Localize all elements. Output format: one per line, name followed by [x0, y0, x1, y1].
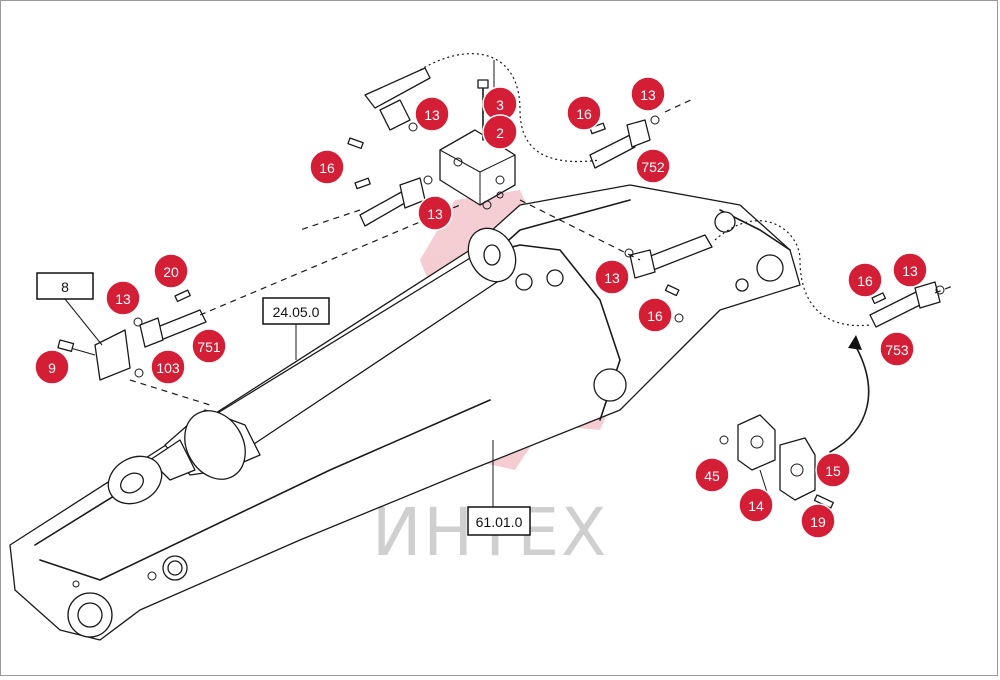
callout-label: 13 [902, 263, 918, 279]
callout-c13c: 13 [417, 195, 453, 231]
callout-c15: 15 [815, 452, 851, 488]
callout-label: 14 [748, 498, 764, 514]
callout-label: 15 [825, 463, 841, 479]
reference-box-b2405: 24.05.0 [262, 297, 330, 325]
callout-c753: 753 [879, 331, 915, 367]
callout-c103: 103 [150, 349, 186, 385]
reference-box-label: 8 [61, 279, 69, 295]
callout-c20: 20 [153, 253, 189, 289]
pipe-fittings [57, 67, 941, 381]
routing-lines [64, 53, 956, 507]
hydraulic-cylinder [107, 227, 517, 505]
callout-c13f: 13 [892, 252, 928, 288]
clamp-assembly [719, 335, 870, 501]
callout-c751: 751 [191, 328, 227, 364]
callout-c45: 45 [694, 457, 730, 493]
callout-label: 13 [424, 107, 440, 123]
callout-label: 20 [163, 264, 179, 280]
callout-label: 13 [427, 206, 443, 222]
callout-label: 753 [885, 342, 909, 358]
callout-label: 13 [115, 291, 131, 307]
callout-label: 16 [647, 308, 663, 324]
callout-label: 13 [604, 270, 620, 286]
callout-c16a: 16 [566, 95, 602, 131]
callout-label: 16 [576, 106, 592, 122]
callout-c2: 2 [482, 114, 518, 150]
reference-box-label: 61.01.0 [476, 514, 523, 530]
callout-c14: 14 [738, 487, 774, 523]
reference-box-label: 24.05.0 [273, 304, 320, 320]
callout-c13d: 13 [105, 280, 141, 316]
callout-label: 9 [48, 360, 56, 376]
reference-box-b6101: 61.01.0 [467, 506, 531, 536]
bolts [133, 115, 945, 509]
callout-c19: 19 [800, 503, 836, 539]
callout-c16d: 16 [847, 262, 883, 298]
callout-c13a: 13 [414, 96, 450, 132]
callout-label: 752 [641, 159, 665, 175]
reference-boxes: 8 24.05.0 61.01.0 [36, 272, 531, 536]
callout-label: 2 [496, 125, 504, 141]
callout-label: 13 [640, 87, 656, 103]
callout-label: 45 [704, 468, 720, 484]
callout-c13e: 13 [594, 259, 630, 295]
callout-label: 16 [319, 160, 335, 176]
reference-box-b8: 8 [36, 272, 94, 300]
callout-c16b: 16 [309, 149, 345, 185]
callout-label: 751 [197, 339, 221, 355]
callout-label: 19 [810, 514, 826, 530]
callout-c13b: 13 [630, 76, 666, 112]
callout-label: 16 [857, 273, 873, 289]
callout-c9: 9 [34, 349, 70, 385]
callout-c752: 752 [635, 148, 671, 184]
callout-label: 103 [156, 360, 180, 376]
callout-c16c: 16 [637, 297, 673, 333]
callout-label: 3 [496, 97, 504, 113]
callout-bubbles: 3 2 13 16 13 752 16 13 20 13 751 103 9 13 16 16 13 753 15 4… [34, 76, 928, 539]
